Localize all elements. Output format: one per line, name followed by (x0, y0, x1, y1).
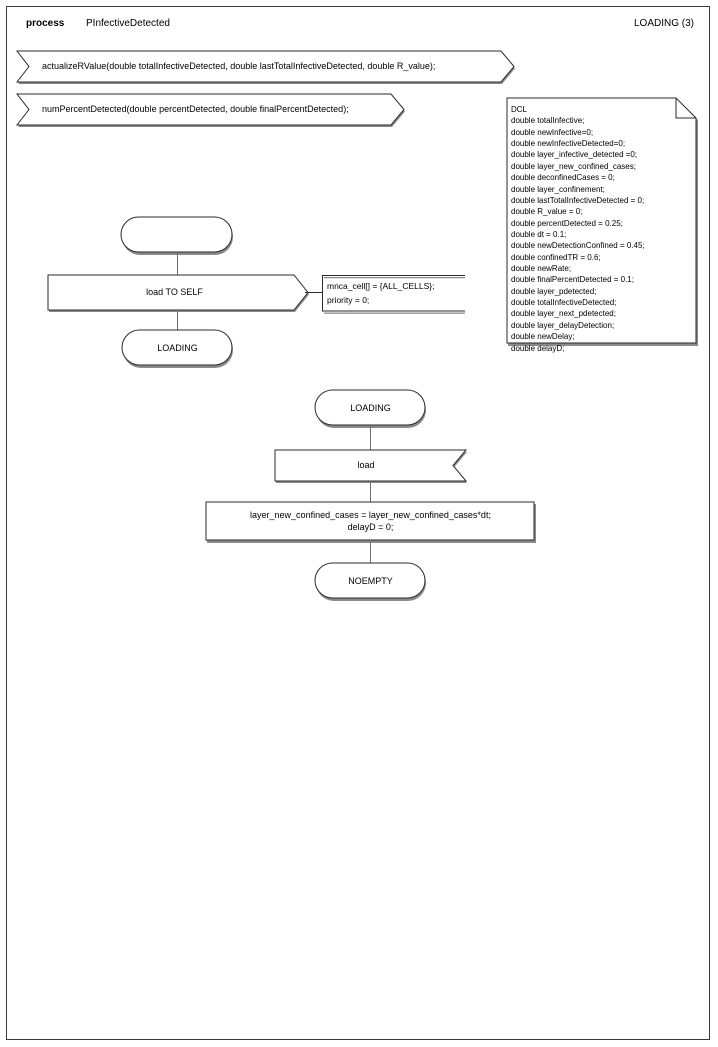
state-symbol-noempty[interactable]: NOEMPTY (314, 562, 427, 601)
task-symbol[interactable]: layer_new_confined_cases = layer_new_con… (205, 501, 536, 543)
comment-symbol-text: mnca_cell[] = {ALL_CELLS}; priority = 0; (327, 281, 435, 305)
output-symbol-load-to-self[interactable]: load TO SELF (47, 274, 310, 312)
procedure-signature-numPercentDetected[interactable]: numPercentDetected(double percentDetecte… (15, 93, 406, 127)
declaration-note (506, 97, 700, 346)
connector-start-to-output (177, 253, 178, 275)
page-title-keyword: process (26, 18, 65, 29)
declaration-note-text: DCL double totalInfective; double newInf… (511, 105, 645, 353)
connector-state-to-input (370, 426, 371, 450)
state-symbol-loading-upper[interactable]: LOADING (121, 329, 234, 368)
page-number-label: LOADING (3) (633, 18, 694, 29)
comment-symbol (321, 274, 465, 314)
connector-task-to-state (370, 540, 371, 563)
start-state-symbol[interactable] (120, 216, 234, 255)
page-title-process-name: PInfectiveDetected (86, 18, 170, 29)
connector-output-to-state (177, 310, 178, 330)
connector-output-to-comment (305, 292, 323, 293)
state-symbol-loading-lower[interactable]: LOADING (314, 389, 427, 428)
connector-input-to-task (370, 481, 371, 502)
procedure-signature-actualizeRValue[interactable]: actualizeRValue(double totalInfectiveDet… (15, 50, 516, 84)
input-symbol-load[interactable]: load (274, 449, 468, 483)
